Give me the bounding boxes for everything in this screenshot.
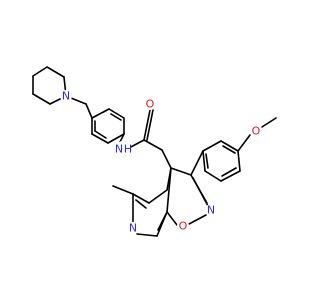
bond-c-c4	[143, 139, 163, 151]
molecule-diagram: N N H O O N O	[32, 66, 277, 237]
atom-label-o-isoxazole: O	[179, 220, 188, 233]
atom-label-n-isoxazole: N	[207, 204, 215, 217]
atom-o-methoxy: O	[250, 125, 262, 138]
molecule-structure: N N H O O N O	[32, 66, 277, 237]
atom-label-n-piperidine: N	[62, 90, 70, 103]
bond-methyl	[112, 185, 134, 195]
bond-ar-3	[237, 150, 241, 172]
bond-ar-o	[237, 134, 251, 152]
atom-label-o-methoxy: O	[252, 125, 261, 138]
bond-pip-5	[46, 66, 65, 78]
bond-bz1-1	[91, 108, 110, 119]
atom-label-h-amide: H	[124, 143, 132, 156]
bond-ar-5	[204, 170, 222, 182]
bond-bz1-5	[91, 133, 109, 144]
bond-ar-2	[220, 140, 239, 152]
bond-c-o	[143, 109, 151, 141]
bond-py-1	[161, 149, 172, 169]
bond-py-8	[166, 167, 172, 213]
bond-ar-d3	[205, 153, 209, 169]
bond-o-me	[261, 117, 277, 128]
bond-pip-2	[32, 93, 51, 105]
atom-n-piperidine: N	[60, 90, 72, 103]
bond-py-d1	[135, 199, 147, 209]
bond-c-o-double	[146, 109, 154, 141]
bond-ar-4	[220, 170, 241, 182]
atom-label-layer: N N H O O N O	[60, 90, 262, 235]
atom-o-carbonyl: O	[144, 98, 156, 111]
bond-py-4	[132, 193, 150, 204]
atom-nh-amide: N H	[115, 141, 132, 157]
atom-o-isoxazole: O	[177, 220, 189, 233]
bond-bz1-4	[107, 133, 125, 144]
bond-py-3	[148, 189, 168, 204]
bond-layer	[32, 66, 277, 237]
bond-isox-3	[188, 214, 207, 225]
bond-py-d2	[157, 213, 167, 231]
bond-ar-1	[202, 140, 222, 152]
atom-label-n-pyridine: N	[129, 222, 137, 235]
bond-isox-d	[192, 177, 209, 207]
bond-ar-d2	[221, 167, 237, 177]
bond-ar-6	[202, 150, 206, 172]
bond-bz1-d1	[110, 113, 122, 121]
bond-ch2-ring	[85, 103, 93, 119]
atom-n-isoxazole: N	[205, 204, 217, 217]
bond-isox-1	[170, 167, 192, 176]
atom-label-o-carbonyl: O	[146, 98, 155, 111]
bond-isox-4	[166, 211, 178, 226]
bond-bz1-2	[108, 108, 125, 119]
bond-bz1-d2	[94, 130, 107, 139]
atom-n-pyridine: N	[127, 222, 139, 235]
bond-ar-d1	[222, 145, 236, 154]
bond-py-6	[136, 233, 158, 237]
bond-pip-4	[32, 66, 48, 77]
atom-label-n-amide: N	[115, 143, 123, 156]
bond-c3-aryl	[190, 150, 204, 176]
